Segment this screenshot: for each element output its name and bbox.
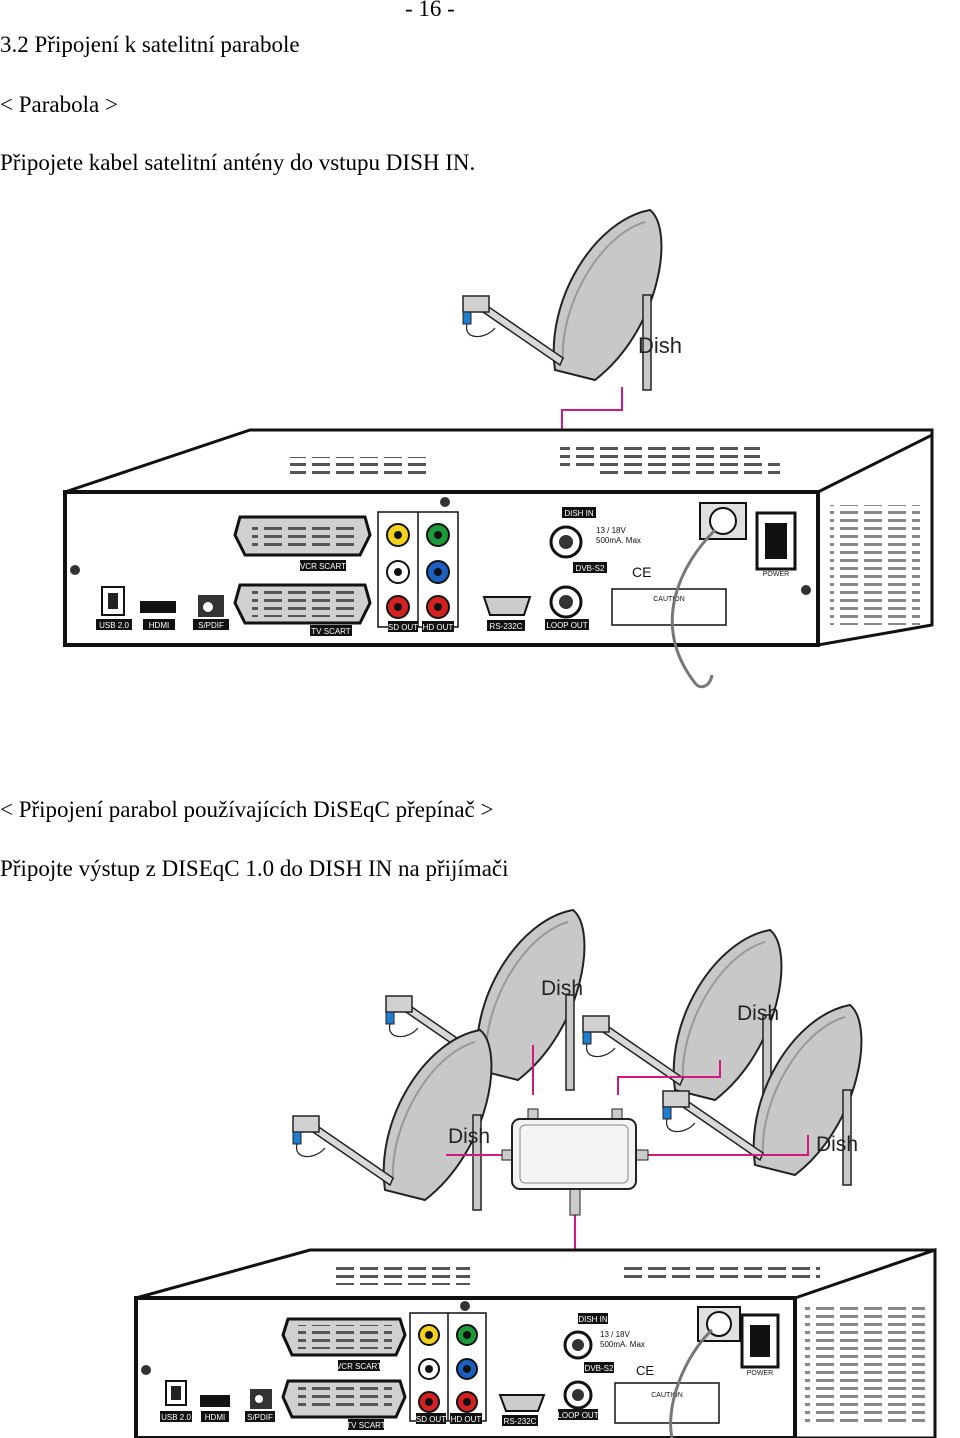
- caution-label-2: CAUTION: [651, 1392, 683, 1399]
- instruction-parabola: Připojete kabel satelitní antény do vstu…: [0, 150, 476, 175]
- rs232-label: RS-232C: [490, 622, 523, 631]
- loop-out-label: LOOP OUT: [546, 621, 587, 630]
- dvb-s2-label-2: DVB-S2: [585, 1364, 614, 1373]
- heading-diseqc: < Připojení parabol používajících DiSEqC…: [0, 797, 494, 822]
- dish-label-1: Dish: [541, 977, 583, 1000]
- dish: [462, 209, 663, 391]
- hd-out-label: HD OUT: [423, 623, 454, 632]
- vcr-scart-label-2: VCR SCART: [336, 1362, 382, 1371]
- vcr-scart-label: VCR SCART: [300, 562, 346, 571]
- caution-label: CAUTION: [653, 596, 685, 603]
- dish-3: [292, 1029, 493, 1211]
- usb-label: USB 2.0: [99, 621, 129, 630]
- hdmi-label: HDMI: [149, 621, 169, 630]
- dish-label-3: Dish: [448, 1125, 490, 1148]
- dish-label-4: Dish: [816, 1133, 858, 1156]
- tv-scart-label: TV SCART: [311, 627, 351, 636]
- power-label-2: POWER: [747, 1370, 773, 1377]
- ce-mark: CE: [632, 564, 651, 580]
- figure-single-dish: Dish USB 2.0 HDMI S/PDIF VCR SCART: [63, 209, 934, 689]
- sd-out-label-2: SD OUT: [416, 1415, 446, 1424]
- spdif-label-2: S/PDIF: [247, 1413, 273, 1422]
- section-title: 3.2 Připojení k satelitní parabole: [0, 32, 300, 57]
- page-number: - 16 -: [405, 0, 455, 21]
- usb-label-2: USB 2.0: [161, 1413, 191, 1422]
- dish-in-label-2: DISH IN: [578, 1315, 608, 1324]
- diseqc-switch: [501, 1108, 649, 1216]
- lnb-spec-1-2: 13 / 18V: [600, 1330, 630, 1339]
- rs232-label-2: RS-232C: [504, 1417, 537, 1426]
- dish-label: Dish: [638, 333, 682, 358]
- instruction-diseqc: Připojte výstup z DISEqC 1.0 do DISH IN …: [0, 856, 509, 881]
- figure-diseqc-dishes: Dish Dish Dish Dish USB 2.0 HDMI: [134, 909, 937, 1438]
- hdmi-label-2: HDMI: [205, 1413, 225, 1422]
- heading-parabola: < Parabola >: [0, 92, 118, 117]
- lnb-spec-2: 500mA. Max: [596, 536, 641, 545]
- receiver-2: USB 2.0 HDMI S/PDIF VCR SCART TV SCART S…: [134, 1247, 937, 1438]
- lnb-spec-1: 13 / 18V: [596, 526, 626, 535]
- spdif-label: S/PDIF: [198, 621, 224, 630]
- lnb-spec-2-2: 500mA. Max: [600, 1340, 645, 1349]
- receiver: USB 2.0 HDMI S/PDIF VCR SCART TV SCART S…: [63, 428, 934, 689]
- loop-out-label-2: LOOP OUT: [557, 1411, 598, 1420]
- dish-in-label: DISH IN: [564, 509, 594, 518]
- hd-out-label-2: HD OUT: [451, 1415, 482, 1424]
- dish-label-2: Dish: [737, 1002, 779, 1025]
- sd-out-label: SD OUT: [388, 623, 418, 632]
- power-label: POWER: [763, 571, 789, 578]
- dvb-s2-label: DVB-S2: [576, 564, 605, 573]
- tv-scart-label-2: TV SCART: [346, 1421, 386, 1430]
- ce-mark-2: CE: [636, 1363, 654, 1378]
